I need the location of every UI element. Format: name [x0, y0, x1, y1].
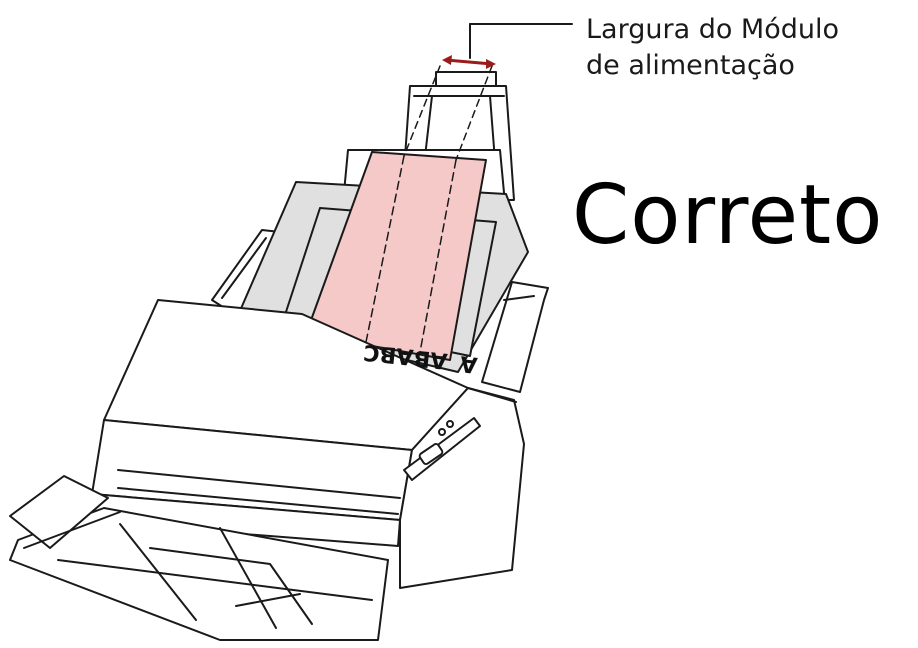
width-callout: [442, 23, 573, 69]
document-letters: ABC AB A: [362, 339, 478, 377]
feeder-width-label-line2: de alimentação: [586, 50, 795, 81]
letters-ab: AB: [412, 345, 448, 373]
right-side-guide: [481, 281, 549, 393]
status-correct-label: Correto: [572, 168, 884, 263]
letters-a: A: [459, 350, 479, 377]
stacker: [9, 475, 389, 641]
feeder-width-label-line1: Largura do Módulo: [586, 14, 840, 45]
feeder-width-guides: [403, 65, 493, 161]
letters-abc: ABC: [362, 339, 414, 369]
feeder-width-label: Largura do Módulo de alimentação: [586, 12, 839, 84]
scanner-body: [89, 299, 525, 589]
